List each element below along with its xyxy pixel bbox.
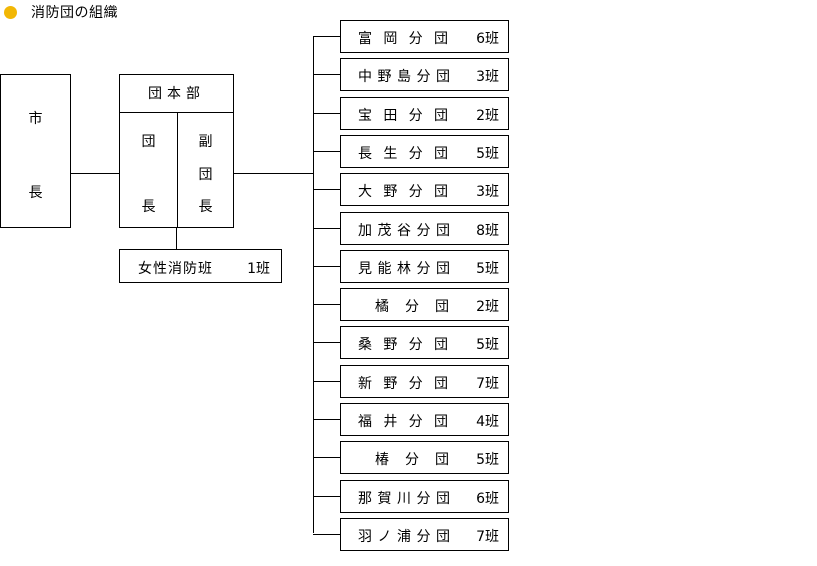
branch-count: 2班 bbox=[476, 299, 499, 315]
branch-count: 7班 bbox=[476, 376, 499, 392]
branch-connector bbox=[313, 534, 341, 535]
branch-connector bbox=[313, 228, 341, 229]
branch-count: 2班 bbox=[476, 108, 499, 124]
branch-connector bbox=[313, 113, 341, 114]
hq-divider bbox=[177, 113, 178, 228]
women-unit-count: 1班 bbox=[247, 261, 270, 277]
mayor-box: 市 長 bbox=[0, 74, 71, 228]
branch-name: 福井分団 bbox=[358, 414, 448, 430]
branch-box: 中野島分団 3班 bbox=[340, 58, 509, 91]
branch-box: 大野分団 3班 bbox=[340, 173, 509, 206]
branch-count: 8班 bbox=[476, 223, 499, 239]
branch-name: 長生分団 bbox=[358, 146, 448, 162]
branch-box: 新野分団 7班 bbox=[340, 365, 509, 398]
chief-char-1: 団 bbox=[141, 134, 156, 150]
branch-name: 桑野分団 bbox=[358, 337, 448, 353]
branch-count: 6班 bbox=[476, 31, 499, 47]
branch-name: 富岡分団 bbox=[358, 31, 448, 47]
branch-name: 新野分団 bbox=[358, 376, 448, 392]
branch-name: 加茂谷分団 bbox=[358, 223, 450, 239]
branch-name: 椿分団 bbox=[375, 452, 449, 468]
chief-char-2: 長 bbox=[141, 199, 156, 215]
hq-box: 団本部 団 長 副 団 長 bbox=[119, 74, 234, 228]
branch-box: 橘分団 2班 bbox=[340, 288, 509, 321]
diagram-title: 消防団の組織 bbox=[4, 3, 118, 21]
branch-connector bbox=[313, 189, 341, 190]
branch-count: 6班 bbox=[476, 491, 499, 507]
branch-name: 見能林分団 bbox=[358, 261, 450, 277]
women-unit-box: 女性消防班 1班 bbox=[119, 249, 282, 283]
branch-connector bbox=[313, 266, 341, 267]
vice-chief-char-1: 副 bbox=[198, 134, 213, 150]
branch-connector bbox=[313, 74, 341, 75]
branch-name: 羽ノ浦分団 bbox=[358, 529, 450, 545]
branch-name: 中野島分団 bbox=[358, 69, 450, 85]
mayor-char-2: 長 bbox=[28, 185, 43, 201]
branch-box: 富岡分団 6班 bbox=[340, 20, 509, 53]
branch-count: 4班 bbox=[476, 414, 499, 430]
branch-count: 7班 bbox=[476, 529, 499, 545]
branch-trunk bbox=[313, 36, 314, 533]
branch-connector bbox=[313, 496, 341, 497]
connector-hq-trunk bbox=[234, 173, 314, 174]
branch-box: 桑野分団 5班 bbox=[340, 326, 509, 359]
women-unit-name: 女性消防班 bbox=[138, 261, 213, 277]
branch-name: 宝田分団 bbox=[358, 108, 448, 124]
connector-mayor-hq bbox=[71, 173, 120, 174]
branch-connector bbox=[313, 36, 341, 37]
branch-count: 3班 bbox=[476, 184, 499, 200]
branch-count: 5班 bbox=[476, 337, 499, 353]
branch-name: 大野分団 bbox=[358, 184, 448, 200]
branch-name: 橘分団 bbox=[375, 299, 449, 315]
bullet-icon bbox=[4, 5, 17, 19]
branch-connector bbox=[313, 304, 341, 305]
branch-box: 那賀川分団 6班 bbox=[340, 480, 509, 513]
title-text: 消防団の組織 bbox=[31, 5, 118, 21]
branch-name: 那賀川分団 bbox=[358, 491, 450, 507]
branch-box: 椿分団 5班 bbox=[340, 441, 509, 474]
vice-chief-char-3: 長 bbox=[198, 199, 213, 215]
branch-connector bbox=[313, 151, 341, 152]
branch-count: 5班 bbox=[476, 261, 499, 277]
branch-count: 3班 bbox=[476, 69, 499, 85]
branch-box: 宝田分団 2班 bbox=[340, 97, 509, 130]
branch-connector bbox=[313, 457, 341, 458]
branch-connector bbox=[313, 419, 341, 420]
connector-hq-women bbox=[176, 228, 177, 249]
branch-count: 5班 bbox=[476, 452, 499, 468]
branch-box: 加茂谷分団 8班 bbox=[340, 212, 509, 245]
mayor-char-1: 市 bbox=[28, 111, 43, 127]
branch-connector bbox=[313, 342, 341, 343]
hq-header: 団本部 bbox=[120, 75, 233, 113]
branch-box: 長生分団 5班 bbox=[340, 135, 509, 168]
branch-count: 5班 bbox=[476, 146, 499, 162]
vice-chief-char-2: 団 bbox=[198, 167, 213, 183]
branch-box: 見能林分団 5班 bbox=[340, 250, 509, 283]
branch-connector bbox=[313, 381, 341, 382]
branch-box: 福井分団 4班 bbox=[340, 403, 509, 436]
branch-box: 羽ノ浦分団 7班 bbox=[340, 518, 509, 551]
